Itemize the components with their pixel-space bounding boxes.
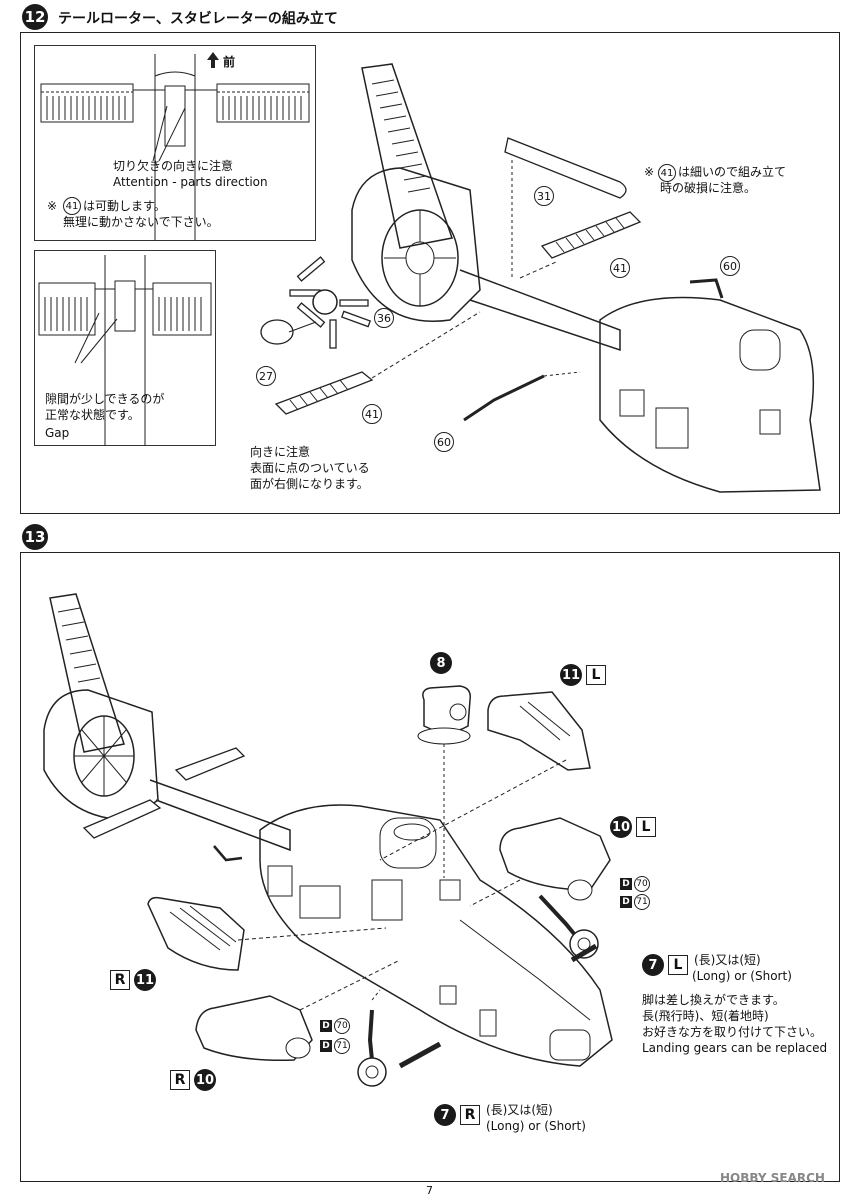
hobby-search-watermark: HOBBY SEARCH [720, 1171, 825, 1185]
part-7-left-label: 7 [642, 954, 664, 976]
gear-note-line1: 脚は差し換えができます。 [642, 993, 785, 1007]
part-41-label-left: 41 [362, 404, 382, 424]
left-side-marker-11: L [586, 665, 606, 685]
d-tag-71-right: D [620, 896, 632, 908]
part-27-label: 27 [256, 366, 276, 386]
gear-note-line4: Landing gears can be replaced [642, 1041, 828, 1055]
step-13-frame [20, 552, 840, 1182]
part-8-label: 8 [430, 652, 452, 674]
part-60-label-top: 60 [720, 256, 740, 276]
step-12-number: 12 [22, 4, 48, 30]
orientation-note-line2: 表面に点のついている [250, 461, 370, 475]
inset1-movable-note: は可動します。 [83, 199, 166, 213]
d-tag-70-right: D [620, 878, 632, 890]
part-41-label-right: 41 [610, 258, 630, 278]
part-31-label: 31 [534, 186, 554, 206]
inset-parts-direction: 前 切り欠きの向きに注意 Attention - parts direction… [34, 45, 316, 241]
inset1-note-mark: ※ [47, 199, 58, 213]
inset-gap-drawing [38, 255, 212, 446]
inset1-english-note: Attention - parts direction [113, 175, 268, 189]
step-13-number: 13 [22, 524, 48, 550]
part-10-right-label: 10 [194, 1069, 216, 1091]
gear-note-line3: お好きな方を取り付けて下さい。 [642, 1025, 823, 1039]
gear-long-short-en-left: (Long) or (Short) [692, 969, 792, 983]
part-11-right-label: 11 [134, 969, 156, 991]
inset-gap: 隙間が少しできるのが 正常な状態です。 Gap [34, 250, 216, 446]
part-11-left-label: 11 [560, 664, 582, 686]
note-41-mark: ※ [644, 165, 655, 179]
part-36-label: 36 [374, 308, 394, 328]
part-60-label-bottom: 60 [434, 432, 454, 452]
inset1-caution-note: 無理に動かさないで下さい。 [63, 215, 219, 229]
front-label: 前 [223, 55, 236, 69]
part-10-left-label: 10 [610, 816, 632, 838]
inset1-japanese-note: 切り欠きの向きに注意 [113, 159, 234, 173]
inset2-gap-line1: 隙間が少しできるのが [45, 392, 165, 406]
d-part-71-right: 71 [634, 894, 650, 910]
inset2-gap-english: Gap [45, 426, 70, 440]
step-12-title: テールローター、スタビレーターの組み立て [58, 11, 338, 27]
note-41-line2: 時の破損に注意。 [660, 181, 757, 195]
gear-long-short-jp-left: (長)又は(短) [694, 953, 761, 967]
d-part-71-left: 71 [334, 1038, 350, 1054]
inset2-gap-line2: 正常な状態です。 [45, 408, 140, 422]
step-12-frame [20, 32, 840, 514]
right-side-marker-7: R [460, 1105, 480, 1125]
inset-parts-direction-drawing [40, 52, 310, 241]
page-number: 7 [426, 1184, 433, 1197]
orientation-note-line3: 面が右側になります。 [250, 477, 369, 491]
part-41-ref-note: 41 [658, 164, 676, 182]
left-side-marker-10: L [636, 817, 656, 837]
d-tag-70-left: D [320, 1020, 332, 1032]
gear-long-short-jp-right: (長)又は(短) [486, 1103, 553, 1117]
d-part-70-right: 70 [634, 876, 650, 892]
part-7-right-label: 7 [434, 1104, 456, 1126]
gear-note-line2: 長(飛行時)、短(着地時) [642, 1009, 769, 1023]
left-side-marker-7: L [668, 955, 688, 975]
right-side-marker-11: R [110, 970, 130, 990]
d-part-70-left: 70 [334, 1018, 350, 1034]
right-side-marker-10: R [170, 1070, 190, 1090]
part-41-ref-inset: 41 [63, 197, 81, 215]
note-41-line1: は細いので組み立て [678, 165, 787, 179]
d-tag-71-left: D [320, 1040, 332, 1052]
gear-long-short-en-right: (Long) or (Short) [486, 1119, 586, 1133]
orientation-note-line1: 向きに注意 [250, 445, 311, 459]
